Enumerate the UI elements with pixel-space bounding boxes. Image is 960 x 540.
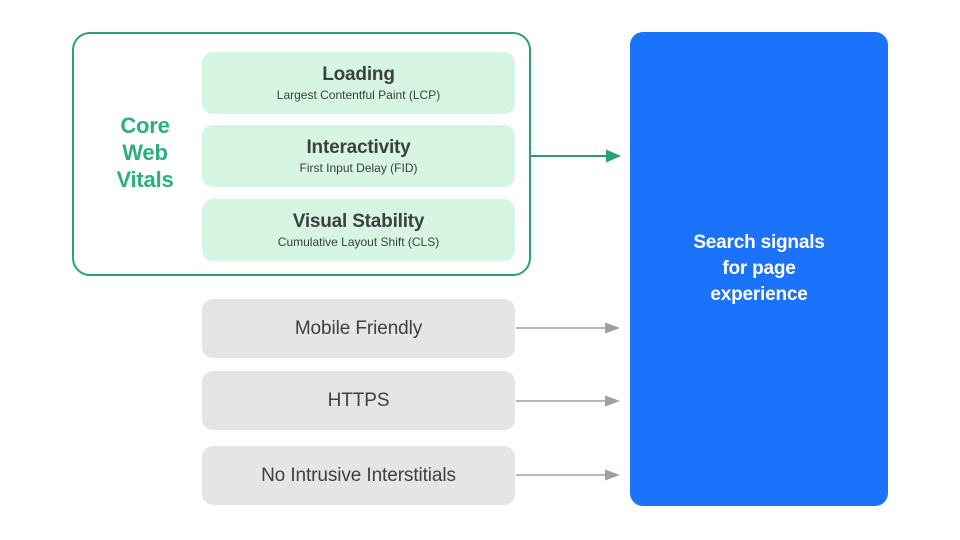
green-arrow-icon [531,149,621,163]
vital-card-loading: Loading Largest Contentful Paint (LCP) [202,52,515,114]
signal-label: No Intrusive Interstitials [261,465,456,486]
gray-arrow-icon-no-intrusive-interstitials [516,469,620,481]
vital-title: Interactivity [306,137,411,158]
outcome-box: Search signals for page experience [630,32,888,506]
outcome-text: Search signals for page experience [693,232,825,305]
signal-label: HTTPS [327,390,390,411]
core-web-vitals-group [72,32,531,276]
gray-arrow-icon-https [516,395,620,407]
vital-card-visual-stability: Visual Stability Cumulative Layout Shift… [202,199,515,261]
vital-title: Visual Stability [292,211,425,232]
vital-title: Loading [322,64,395,85]
signal-card-https: HTTPS [202,371,515,430]
vital-subtitle: Cumulative Layout Shift (CLS) [277,235,440,249]
vital-subtitle: Largest Contentful Paint (LCP) [276,88,441,102]
gray-arrow-icon-mobile-friendly [516,322,620,334]
core-web-vitals-label: Core Web Vitals [116,113,174,192]
signal-card-no-intrusive-interstitials: No Intrusive Interstitials [202,446,515,505]
vital-card-interactivity: Interactivity First Input Delay (FID) [202,125,515,187]
signal-label: Mobile Friendly [294,318,423,339]
vital-subtitle: First Input Delay (FID) [299,161,418,175]
signal-card-mobile-friendly: Mobile Friendly [202,299,515,358]
